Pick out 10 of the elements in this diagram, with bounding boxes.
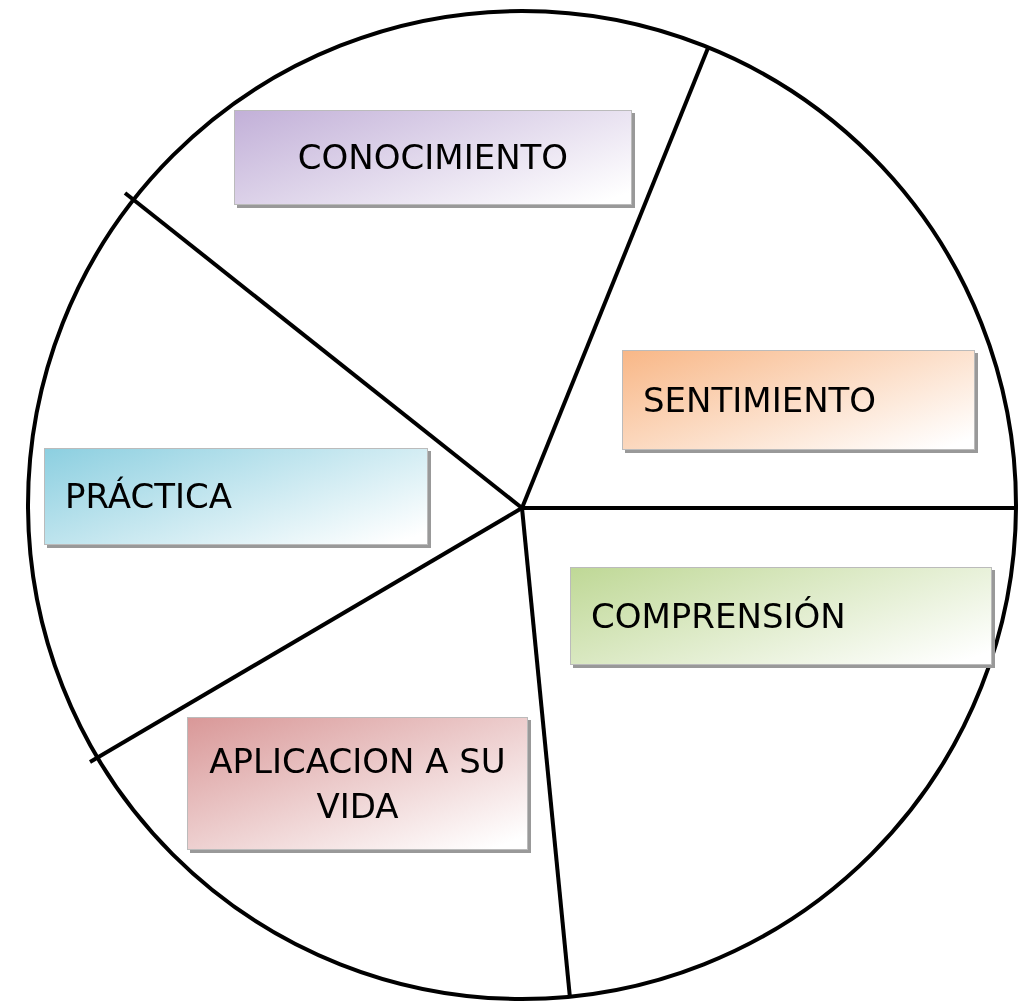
category-label: CONOCIMIENTO (297, 136, 569, 180)
category-label: SENTIMIENTO (643, 378, 877, 422)
category-box (187, 717, 528, 850)
category-box (234, 110, 632, 205)
category-label: PRÁCTICA (65, 475, 232, 519)
category-box (44, 448, 428, 545)
category-box (622, 350, 975, 450)
category-label: COMPRENSIÓN (591, 594, 846, 638)
category-box (570, 567, 992, 665)
category-label: APLICACION A SU VIDA (208, 740, 507, 828)
